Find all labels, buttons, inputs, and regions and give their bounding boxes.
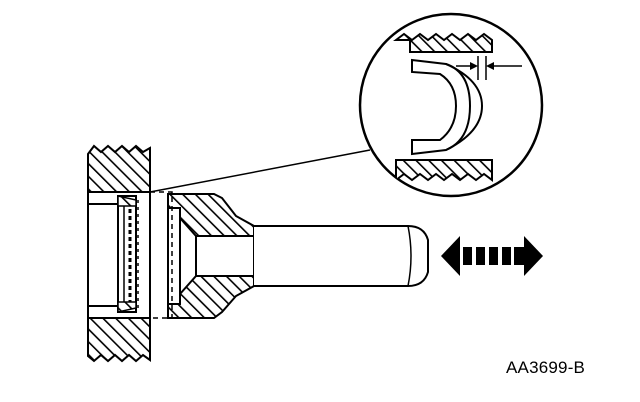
seal [117, 195, 139, 313]
gap-arrow-icon [456, 62, 522, 70]
double-arrow-icon [441, 236, 543, 276]
slip-yoke [167, 193, 429, 319]
detail-leader [149, 149, 371, 319]
detail-view [358, 12, 544, 198]
housing-wall [87, 144, 151, 363]
figure-code: AA3699-B [506, 358, 586, 377]
